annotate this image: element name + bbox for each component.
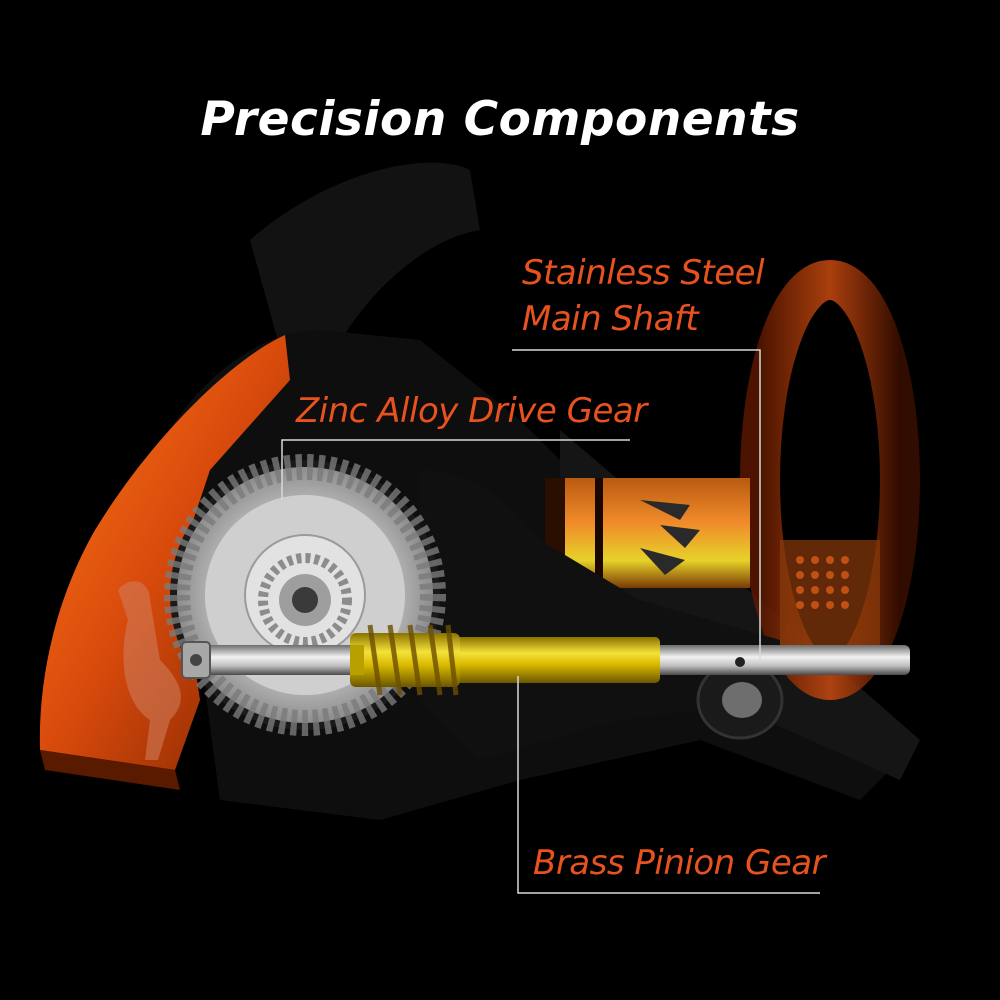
callout-pinion-gear-label: Brass Pinion Gear — [533, 843, 826, 883]
callout-main-shaft-line2: Main Shaft — [522, 299, 699, 339]
callout-main-shaft-line1: Stainless Steel — [522, 253, 765, 293]
reel-body-shell — [39, 335, 291, 790]
leader-line-drive-gear — [281, 439, 630, 500]
leader-line-main-shaft — [512, 349, 761, 662]
callout-drive-gear: Zinc Alloy Drive Gear — [296, 388, 647, 434]
rotor — [740, 260, 920, 700]
callout-drive-gear-label: Zinc Alloy Drive Gear — [296, 391, 647, 431]
page-title: Precision Components — [200, 92, 800, 147]
leader-line-pinion-gear — [517, 676, 820, 894]
callout-main-shaft: Stainless Steel Main Shaft — [522, 250, 765, 342]
reel-lower-frame — [420, 470, 784, 760]
pinion-gear — [350, 624, 660, 696]
callout-pinion-gear: Brass Pinion Gear — [533, 840, 826, 886]
leader-lines — [281, 349, 820, 894]
